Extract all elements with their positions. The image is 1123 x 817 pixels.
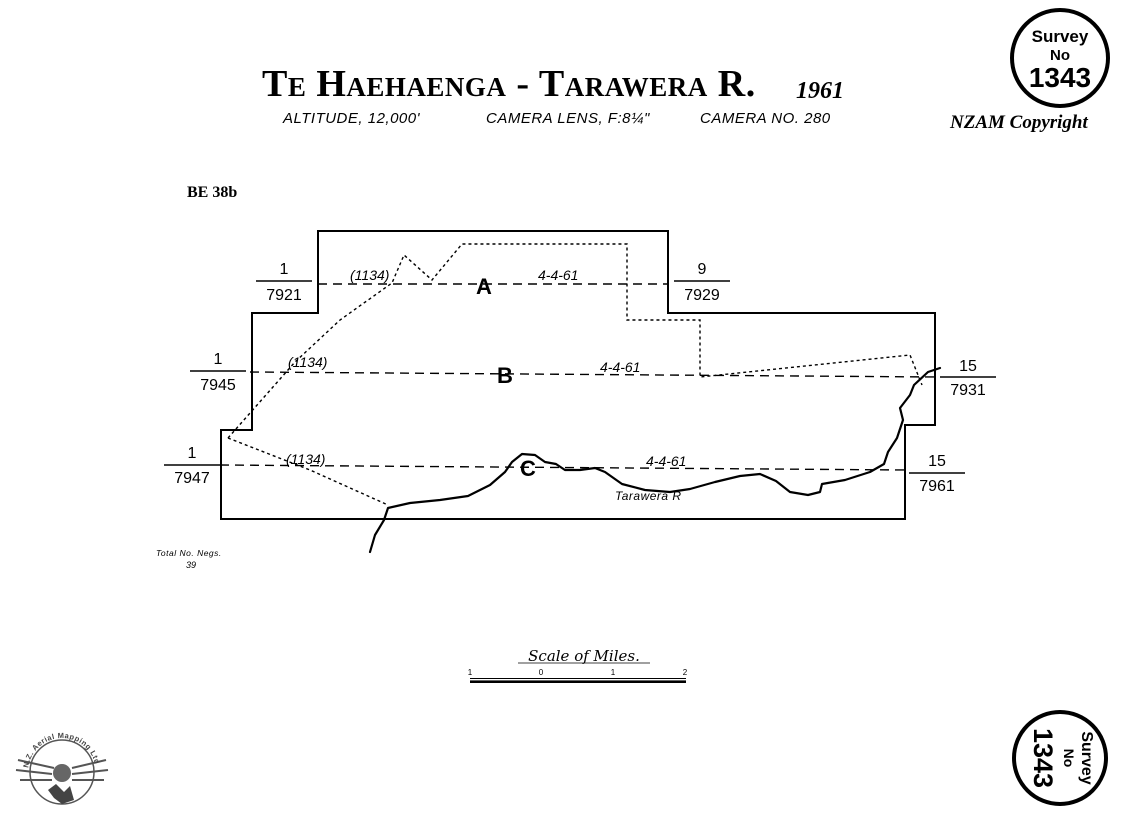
strip-c-start-fraction: 1 7947 [164, 445, 220, 487]
survey-stamp-bottom: Survey No 1343 [1012, 710, 1108, 806]
stamp-ring [1010, 8, 1110, 108]
logo-wing-left [15, 759, 55, 781]
scale-bar-highlight [470, 679, 686, 681]
stamp-number: 1343 [1028, 728, 1058, 788]
scale-bar: Scale of Miles. 1 0 1 2 [468, 647, 688, 683]
strip-date-c: 4-4-61 [646, 453, 686, 469]
logo-centre [53, 764, 71, 782]
logo-wing-right [71, 759, 109, 781]
river-label: Tarawera R [615, 489, 682, 503]
stamp-line2: No [1050, 47, 1070, 64]
strip-date-a: 4-4-61 [538, 267, 578, 283]
strip-letter-c: C [520, 456, 536, 481]
strip-date-b: 4-4-61 [600, 359, 640, 375]
fraction-top: 1 [214, 351, 223, 368]
strip-height-b: (1134) [288, 354, 327, 370]
survey-boundary [220, 230, 936, 520]
strip-letter-a: A [476, 274, 492, 299]
fraction-bottom: 7961 [919, 478, 955, 495]
strip-b-start-fraction: 1 7945 [190, 351, 246, 394]
fraction-top: 9 [698, 261, 707, 278]
strip-height-c: (1134) [286, 451, 325, 467]
altitude-text: Altitude, 12,000' [283, 110, 420, 127]
survey-stamp-top: Survey No 1343 [1010, 8, 1110, 108]
copyright-text: NZAM Copyright [950, 112, 1088, 133]
map-title: Te Haehaenga - Tarawera R. [262, 63, 756, 105]
fraction-bottom: 7931 [950, 382, 986, 399]
map-year: 1961 [796, 78, 844, 104]
strip-c-end-fraction: 15 7961 [909, 453, 965, 495]
fraction-top: 1 [188, 445, 197, 462]
scale-title: Scale of Miles. [528, 647, 640, 665]
camera-number-text: Camera No. 280 [700, 110, 831, 127]
strip-b-end-fraction: 15 7931 [940, 358, 996, 399]
fraction-top: 1 [280, 261, 289, 278]
fraction-bottom: 7945 [200, 377, 236, 394]
stamp-line1: Survey [1078, 731, 1095, 784]
total-negs-label: Total No. Negs. [156, 548, 222, 558]
strip-a-end-fraction: 9 7929 [674, 261, 730, 304]
sheet-reference: BE 38b [187, 184, 238, 201]
scale-bar-body [470, 678, 686, 683]
stamp-line1: Survey [1032, 27, 1089, 46]
strip-a-start-fraction: 1 7921 [256, 261, 312, 304]
fraction-bottom: 7947 [174, 470, 210, 487]
stamp-ring [1012, 710, 1108, 806]
flight-line-b [249, 371, 937, 378]
scale-tick-label: 2 [683, 668, 688, 677]
scale-tick-label: 0 [539, 668, 544, 677]
fraction-bottom: 7929 [684, 287, 720, 304]
stamp-line2: No [1061, 749, 1077, 768]
fraction-top: 15 [928, 453, 946, 470]
tarawera-river [368, 366, 942, 554]
scale-tick-label: 1 [611, 668, 616, 677]
fraction-top: 15 [959, 358, 977, 375]
logo-nz-map [48, 784, 74, 804]
total-negs-value: 39 [186, 560, 196, 570]
coverage-outline-lower [227, 437, 389, 506]
strip-height-a: (1134) [350, 267, 389, 283]
strip-letter-b: B [497, 363, 513, 388]
nz-aerial-mapping-logo: N.Z. Aerial Mapping Ltd [15, 731, 109, 805]
coverage-outline [227, 243, 923, 439]
fraction-bottom: 7921 [266, 287, 302, 304]
stamp-number: 1343 [1029, 62, 1091, 93]
scale-tick-label: 1 [468, 668, 473, 677]
camera-lens-text: Camera Lens, F:8¼" [486, 110, 650, 127]
flight-line-c [219, 464, 907, 471]
